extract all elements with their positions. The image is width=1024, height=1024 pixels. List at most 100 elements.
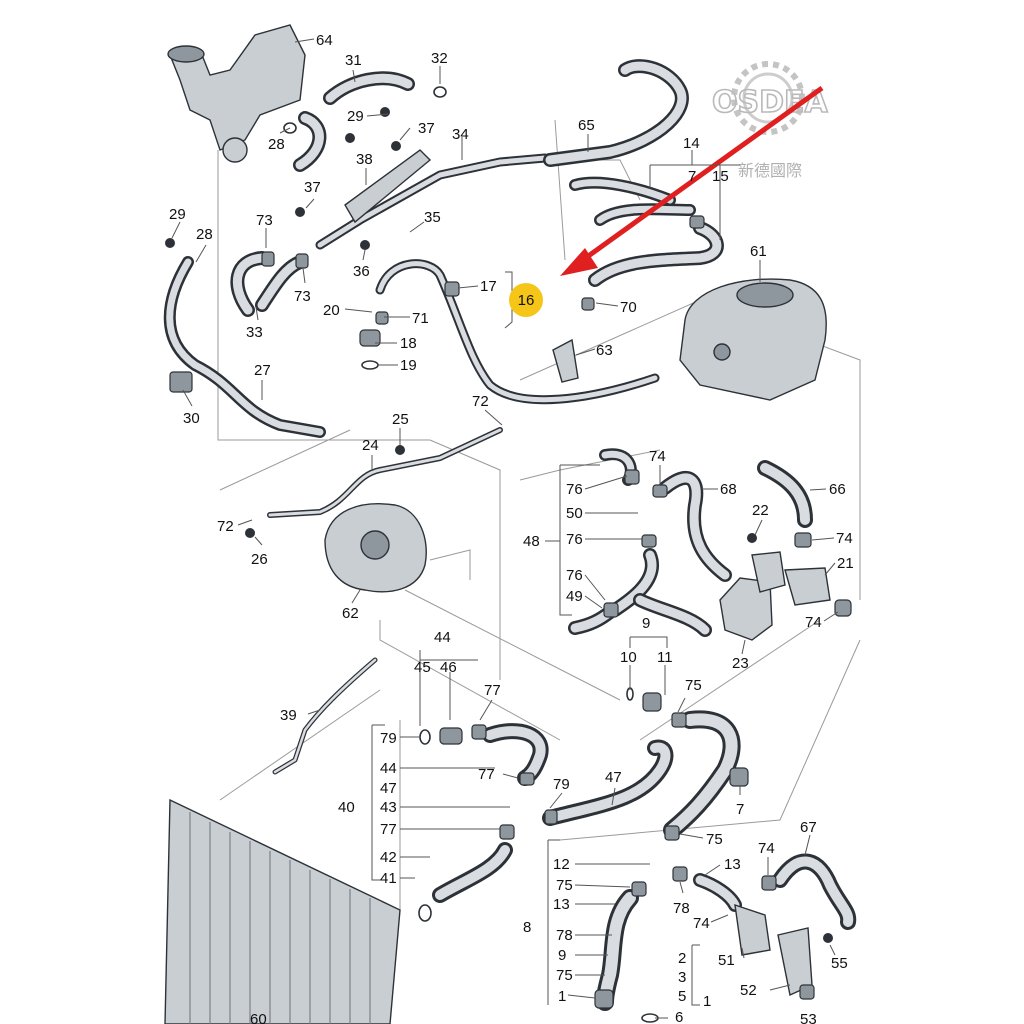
callout-55: 55 (831, 955, 848, 972)
watermark-brand: OSDEA (712, 85, 829, 120)
callout-73: 73 (256, 212, 273, 229)
callout-39: 39 (280, 707, 297, 724)
callout-26: 26 (251, 551, 268, 568)
callout-52: 52 (740, 982, 757, 999)
callout-12: 12 (553, 856, 570, 873)
callout-74: 74 (649, 448, 666, 465)
callout-11: 11 (657, 649, 673, 666)
callout-1: 1 (558, 988, 566, 1005)
callout-67: 67 (800, 819, 817, 836)
callout-21: 21 (837, 555, 854, 572)
callout-29: 29 (169, 206, 186, 223)
callout-63: 63 (596, 342, 613, 359)
callout-70: 70 (620, 299, 637, 316)
callout-77: 77 (380, 821, 397, 838)
callout-65: 65 (578, 117, 595, 134)
callout-45: 45 (414, 659, 431, 676)
watermark-subtitle: 新德國際 (738, 161, 802, 180)
callout-73: 73 (294, 288, 311, 305)
callout-2: 2 (678, 950, 686, 967)
highlight-callout: 16 (504, 271, 543, 329)
callout-68: 68 (720, 481, 737, 498)
callout-61: 61 (750, 243, 767, 260)
callout-60: 60 (250, 1011, 267, 1024)
callout-17: 17 (480, 278, 497, 295)
part-51-pump (734, 903, 771, 956)
callout-15: 15 (712, 168, 729, 185)
part-60-radiator (164, 798, 401, 1024)
callout-8: 8 (523, 919, 531, 936)
callout-49: 49 (566, 588, 583, 605)
watermark: OSDEA 新德國際 (711, 61, 829, 180)
callout-79: 79 (380, 730, 397, 747)
callout-48: 48 (523, 533, 540, 550)
callout-27: 27 (254, 362, 271, 379)
gear-logo-icon (731, 61, 805, 135)
callout-78: 78 (673, 900, 690, 917)
callout-28: 28 (196, 226, 213, 243)
callout-3: 3 (678, 969, 686, 986)
callout-1: 1 (703, 993, 711, 1010)
callout-74: 74 (805, 614, 822, 631)
callout-75: 75 (556, 877, 573, 894)
hoses (163, 59, 857, 1011)
callout-7: 7 (736, 801, 744, 818)
callout-77: 77 (478, 766, 495, 783)
callout-20: 20 (323, 302, 340, 319)
callout-13: 13 (553, 896, 570, 913)
callout-77: 77 (484, 682, 501, 699)
callout-75: 75 (556, 967, 573, 984)
callout-29: 29 (347, 108, 364, 125)
callout-9: 9 (642, 615, 650, 632)
callout-23: 23 (732, 655, 749, 672)
callout-18: 18 (400, 335, 417, 352)
callout-53: 53 (800, 1011, 817, 1024)
callout-51: 51 (718, 952, 735, 969)
part-62-pump (324, 503, 427, 593)
part-64-thermostat-housing (167, 24, 306, 163)
callout-40: 40 (338, 799, 355, 816)
part-38-bracket (344, 149, 432, 224)
callout-25: 25 (392, 411, 409, 428)
callout-75: 75 (685, 677, 702, 694)
callout-34: 34 (452, 126, 469, 143)
callout-74: 74 (693, 915, 710, 932)
callout-9: 9 (558, 947, 566, 964)
callout-32: 32 (431, 50, 448, 67)
callout-75: 75 (706, 831, 723, 848)
callout-31: 31 (345, 52, 362, 69)
callout-24: 24 (362, 437, 379, 454)
callout-76: 76 (566, 481, 583, 498)
callout-43: 43 (380, 799, 397, 816)
callout-14: 14 (683, 135, 700, 152)
callout-74: 74 (758, 840, 775, 857)
callout-16: 16 (518, 292, 535, 309)
callout-13: 13 (724, 856, 741, 873)
part-61-expansion-tank (679, 278, 827, 401)
callout-28: 28 (268, 136, 285, 153)
red-arrow-icon (560, 85, 824, 276)
callout-19: 19 (400, 357, 417, 374)
callout-47: 47 (605, 769, 622, 786)
callout-38: 38 (356, 151, 373, 168)
callout-50: 50 (566, 505, 583, 522)
callout-42: 42 (380, 849, 397, 866)
callout-72: 72 (472, 393, 489, 410)
callout-64: 64 (316, 32, 333, 49)
callout-62: 62 (342, 605, 359, 622)
callout-71: 71 (412, 310, 429, 327)
callout-76: 76 (566, 567, 583, 584)
callout-33: 33 (246, 324, 263, 341)
callout-36: 36 (353, 263, 370, 280)
callout-46: 46 (440, 659, 457, 676)
callout-22: 22 (752, 502, 769, 519)
callout-5: 5 (678, 988, 686, 1005)
callout-78: 78 (556, 927, 573, 944)
parts (164, 24, 852, 1024)
callout-30: 30 (183, 410, 200, 427)
callout-35: 35 (424, 209, 441, 226)
part-21-pump (784, 567, 831, 606)
callout-72: 72 (217, 518, 234, 535)
callout-10: 10 (620, 649, 637, 666)
